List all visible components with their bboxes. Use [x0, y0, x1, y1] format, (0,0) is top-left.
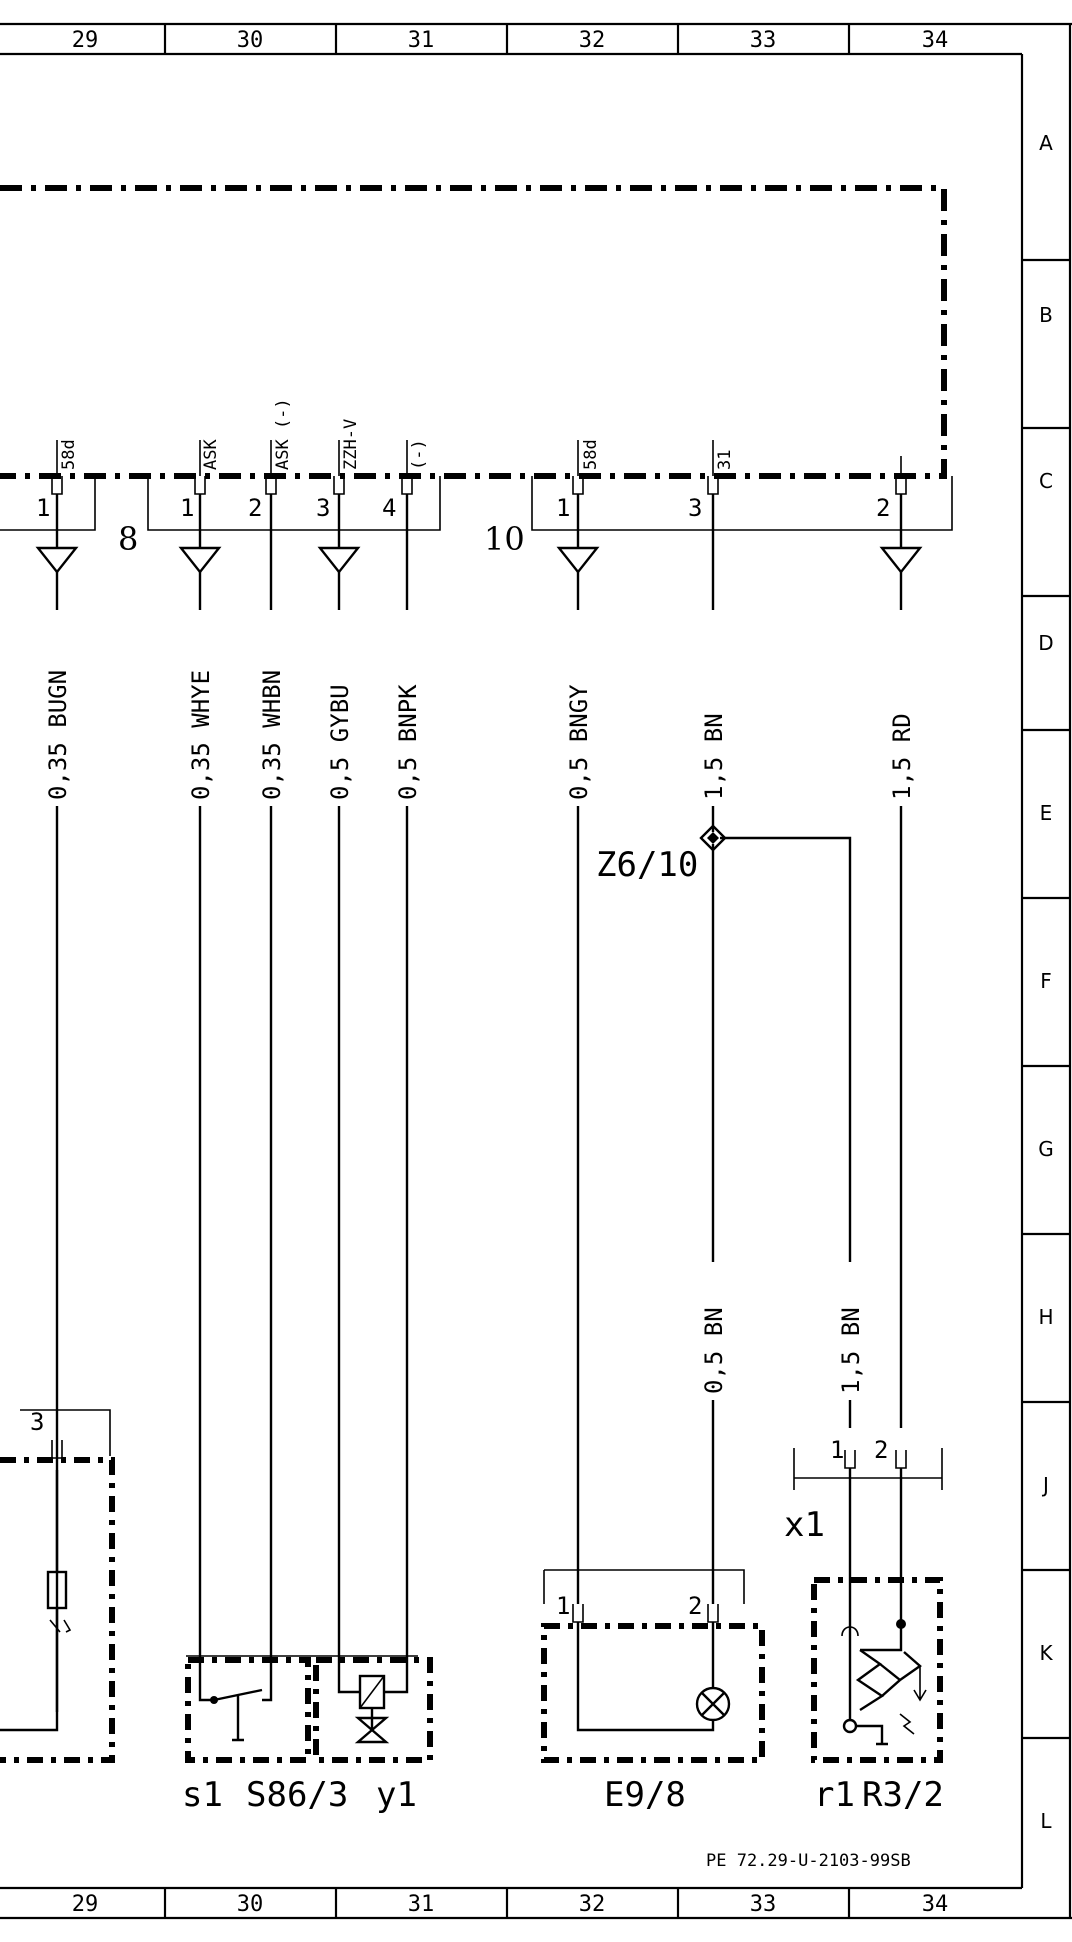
lamp-component-left: 3	[0, 1408, 115, 1763]
e9-8-label: E9/8	[604, 1775, 686, 1815]
col-32-bottom: 32	[579, 1892, 606, 1917]
row-g: G	[1038, 1137, 1054, 1161]
wire-bnpk-label: 0,5 BNPK	[394, 684, 422, 800]
row-k: K	[1039, 1641, 1053, 1665]
connector-10-label: 10	[484, 520, 525, 558]
col-31-top: 31	[408, 28, 435, 53]
plug-symbols	[35, 494, 923, 610]
control-unit-outline	[0, 185, 947, 479]
pin-58d-bugn: 58d 1	[36, 439, 79, 522]
wires	[55, 572, 903, 1712]
splice-label: Z6/10	[596, 845, 698, 885]
connector-left	[0, 476, 96, 531]
e9-8-pin2: 2	[688, 1592, 702, 1620]
col-33-top: 33	[750, 28, 777, 53]
r1-label: r1	[814, 1775, 855, 1815]
col-32-top: 32	[579, 28, 606, 53]
pin-58d-bugn-signal: 58d	[59, 439, 79, 470]
x1-pin1: 1	[830, 1436, 844, 1464]
row-a: A	[1039, 131, 1053, 155]
pin-ask-neg-num: 2	[248, 494, 262, 522]
x1-label: x1	[784, 1505, 825, 1545]
connector-8: 8	[118, 476, 441, 558]
component-s86-3: s1 S86/3 y1	[182, 1655, 433, 1815]
wire-whye-label: 0,35 WHYE	[187, 670, 215, 800]
pin-ask: ASK 1	[180, 439, 221, 522]
wire-bugn-label: 0,35 BUGN	[44, 670, 72, 800]
pin-58d-bngy-num: 1	[556, 494, 570, 522]
e9-8-pin1: 1	[556, 1592, 570, 1620]
pin-58d-bngy: 58d 1	[556, 439, 601, 522]
x1-pin2: 2	[874, 1436, 888, 1464]
pin-ask-num: 1	[180, 494, 194, 522]
col-33-bottom: 33	[750, 1892, 777, 1917]
pin-zzh-v: ZZH-V 3	[316, 419, 361, 522]
wire-labels: 0,35 BUGN 0,35 WHYE 0,35 WHBN 0,5 GYBU 0…	[44, 670, 916, 1394]
wire-gybu-label: 0,5 GYBU	[326, 684, 354, 800]
row-c: C	[1039, 469, 1053, 493]
col-30-bottom: 30	[237, 1892, 264, 1917]
pin-ask-neg-signal: ASK (-)	[273, 398, 293, 470]
col-31-bottom: 31	[408, 1892, 435, 1917]
pin-zzh-v-signal: ZZH-V	[341, 419, 361, 470]
column-labels-bottom: 29 30 31 32 33 34	[72, 1892, 949, 1917]
s1-label: s1	[182, 1775, 223, 1815]
pin-58d-bugn-num: 1	[36, 494, 50, 522]
pin-zzh-v-num: 3	[316, 494, 330, 522]
connector-10: 10	[484, 476, 953, 558]
row-labels: A B C D E F G H J K L	[1038, 131, 1054, 1833]
y1-label: y1	[376, 1775, 417, 1815]
s86-3-label: S86/3	[246, 1775, 348, 1815]
row-d: D	[1038, 631, 1053, 655]
component-r3-2: r1 R3/2	[811, 1468, 944, 1815]
pin-ask-signal: ASK	[201, 439, 221, 470]
column-labels-top: 29 30 31 32 33 34	[72, 28, 949, 53]
pin-rd-num: 2	[876, 494, 890, 522]
control-unit-pins: 58d 1 ASK 1 ASK (-) 2 ZZH-V 3 (-) 4 58d …	[36, 398, 907, 522]
wire-rd-label: 1,5 RD	[888, 713, 916, 800]
col-29-top: 29	[72, 28, 99, 53]
frame	[0, 22, 1072, 1920]
wire-bn-0-5-label: 0,5 BN	[700, 1307, 728, 1394]
wire-whbn-label: 0,35 WHBN	[258, 670, 286, 800]
pin-31: 31 3	[688, 440, 735, 522]
splice-z6-10: Z6/10	[596, 824, 727, 885]
component-e9-8: 1 2 E9/8	[541, 1569, 765, 1815]
r3-2-label: R3/2	[862, 1775, 944, 1815]
row-b: B	[1039, 303, 1053, 327]
drawing-reference: PE 72.29-U-2103-99SB	[706, 1851, 911, 1871]
pin-neg-num: 4	[382, 494, 396, 522]
pin-31-num: 3	[688, 494, 702, 522]
pin-neg-signal: (-)	[409, 439, 429, 470]
connector-8-label: 8	[118, 520, 138, 558]
lamp-pin-num: 3	[30, 1408, 44, 1436]
col-34-top: 34	[922, 28, 949, 53]
col-29-bottom: 29	[72, 1892, 99, 1917]
pin-58d-bngy-signal: 58d	[581, 439, 601, 470]
pin-neg: (-) 4	[382, 439, 429, 522]
wire-bn-1-5-label: 1,5 BN	[700, 713, 728, 800]
wire-bngy-label: 0,5 BNGY	[565, 684, 593, 800]
connector-x1: 1 2 x1	[784, 1436, 943, 1545]
row-e: E	[1040, 801, 1053, 825]
row-j: J	[1041, 1473, 1049, 1497]
row-f: F	[1040, 969, 1052, 993]
pin-31-signal: 31	[715, 450, 735, 470]
row-l: L	[1040, 1809, 1052, 1833]
row-h: H	[1038, 1305, 1053, 1329]
wire-bn-1-5b-label: 1,5 BN	[837, 1307, 865, 1394]
col-34-bottom: 34	[922, 1892, 949, 1917]
col-30-top: 30	[237, 28, 264, 53]
